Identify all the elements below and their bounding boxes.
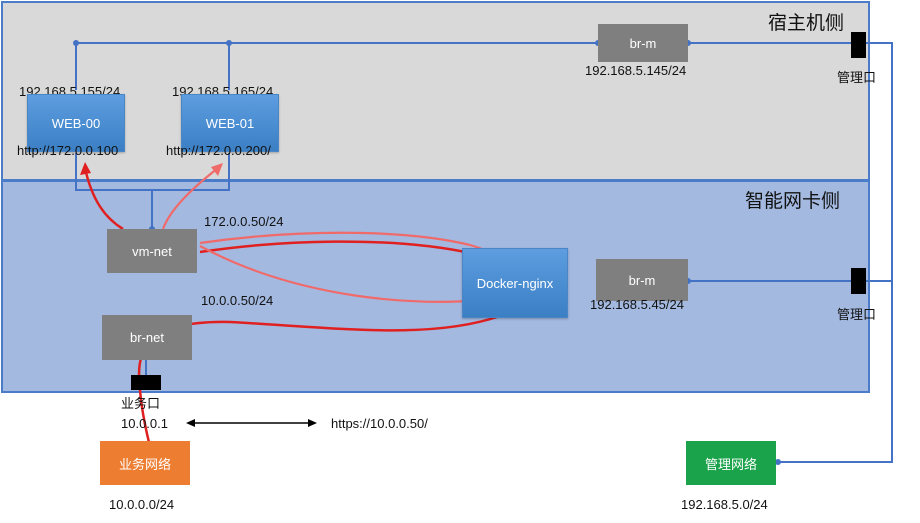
docker-nginx-node: Docker-nginx [462, 248, 568, 318]
vm-net-upper-ip-label: 172.0.0.50/24 [204, 214, 284, 229]
mgmt-network-node: 管理网络 [686, 441, 776, 485]
host-mgmt-port [851, 32, 866, 58]
nic-region-title: 智能网卡侧 [745, 191, 841, 212]
br-m-nic-ip-label: 192.168.5.45/24 [590, 297, 684, 312]
web00-url-label: http://172.0.0.100 [17, 143, 119, 158]
br-m-host-ip-label: 192.168.5.145/24 [585, 63, 687, 78]
traffic-to-web00 [83, 167, 124, 231]
br-m-nic-node: br-m [596, 259, 688, 301]
host-region-title: 宿主机侧 [768, 13, 845, 34]
https-link-label: https://10.0.0.50/ [331, 416, 428, 431]
web01-node: WEB-01 [181, 94, 279, 152]
arrowhead-web01 [211, 163, 223, 176]
biz-network-node: 业务网络 [100, 441, 190, 485]
web00-node: WEB-00 [27, 94, 125, 152]
mgmt-wire-host [778, 42, 893, 463]
arrowhead-web00 [80, 162, 91, 175]
vm-net-node: vm-net [107, 229, 197, 273]
web-downlink [75, 153, 230, 191]
nic-mgmt-port [851, 268, 866, 294]
br-net-node: br-net [102, 315, 192, 360]
biz-port [131, 375, 161, 390]
web01-url-label: http://172.0.0.200/ [166, 143, 271, 158]
mgmt-network-subnet-label: 192.168.5.0/24 [681, 497, 768, 512]
host-bus-line [75, 42, 598, 90]
biz-port-label: 业务口 [121, 396, 161, 411]
traffic-to-web01 [161, 167, 219, 230]
nic-mgmt-port-label: 管理口 [837, 307, 877, 322]
host-mgmt-port-label: 管理口 [837, 70, 877, 85]
host-region [1, 1, 870, 181]
biz-network-subnet-label: 10.0.0.0/24 [109, 497, 175, 512]
vm-net-lower-ip-label: 10.0.0.50/24 [201, 293, 274, 308]
biz-port-ip-label: 10.0.0.1 [121, 416, 168, 431]
br-m-host-node: br-m [598, 24, 688, 62]
